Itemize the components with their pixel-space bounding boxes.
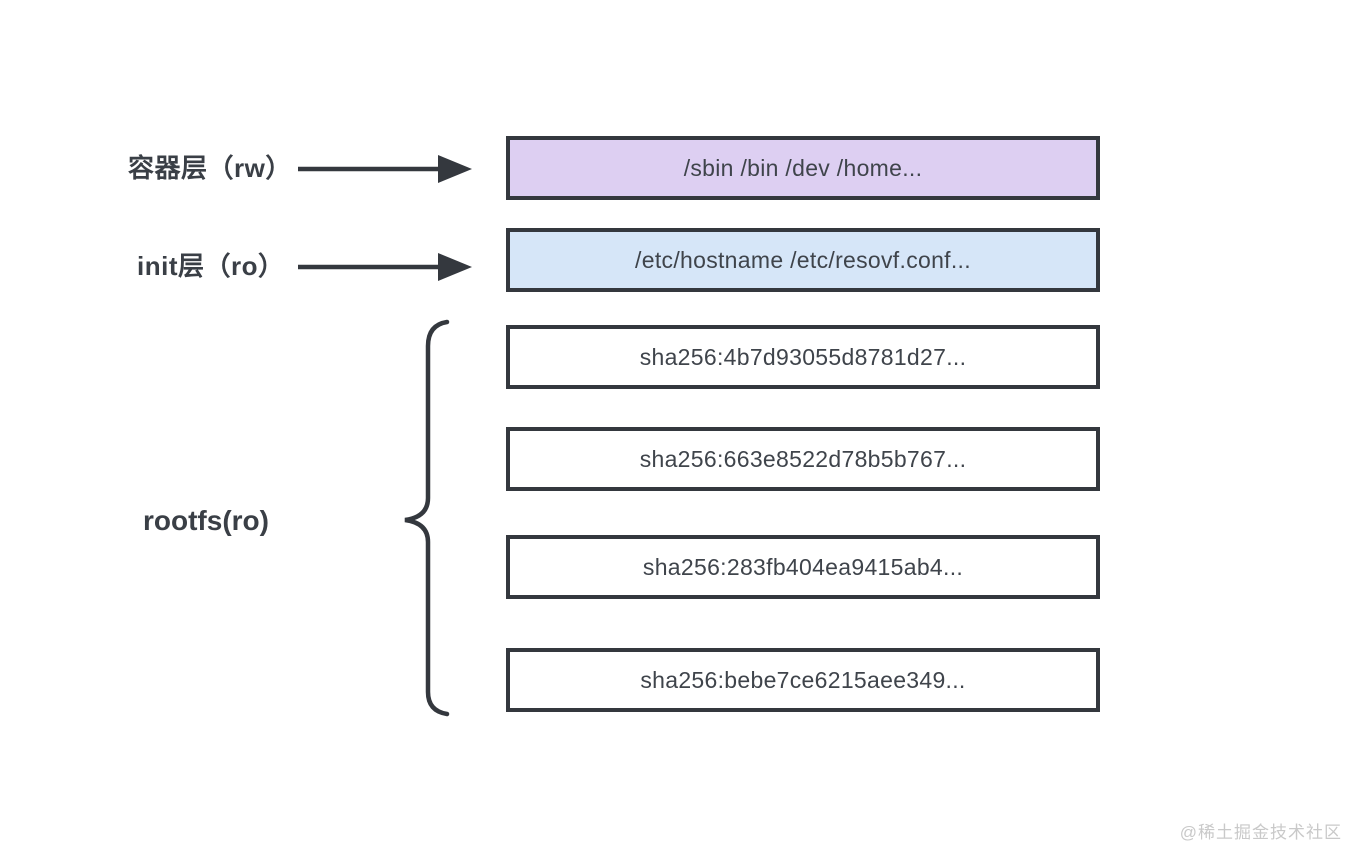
arrow-container-layer: [298, 155, 472, 183]
rootfs-layer-box-4-text: sha256:bebe7ce6215aee349...: [640, 666, 966, 693]
container-layer-label: 容器层（rw）: [128, 153, 292, 183]
rootfs-label: rootfs(ro): [143, 505, 269, 536]
watermark: @稀土掘金技术社区: [1179, 823, 1342, 842]
init-layer-label: init层（ro）: [137, 251, 285, 281]
init-layer-box: /etc/hostname /etc/resovf.conf...: [506, 228, 1100, 292]
rootfs-layer-box-2: sha256:663e8522d78b5b767...: [506, 427, 1100, 491]
rootfs-brace: [404, 319, 450, 717]
container-layer-box: /sbin /bin /dev /home...: [506, 136, 1100, 200]
container-layer-box-text: /sbin /bin /dev /home...: [683, 154, 923, 181]
rootfs-layer-box-3-text: sha256:283fb404ea9415ab4...: [642, 553, 964, 580]
arrow-init-layer: [298, 253, 472, 281]
rootfs-layer-box-4: sha256:bebe7ce6215aee349...: [506, 648, 1100, 712]
rootfs-layer-box-2-text: sha256:663e8522d78b5b767...: [639, 445, 967, 472]
rootfs-layer-box-1-text: sha256:4b7d93055d8781d27...: [639, 343, 967, 370]
init-layer-box-text: /etc/hostname /etc/resovf.conf...: [635, 246, 971, 273]
rootfs-layer-box-1: sha256:4b7d93055d8781d27...: [506, 325, 1100, 389]
rootfs-layer-box-3: sha256:283fb404ea9415ab4...: [506, 535, 1100, 599]
